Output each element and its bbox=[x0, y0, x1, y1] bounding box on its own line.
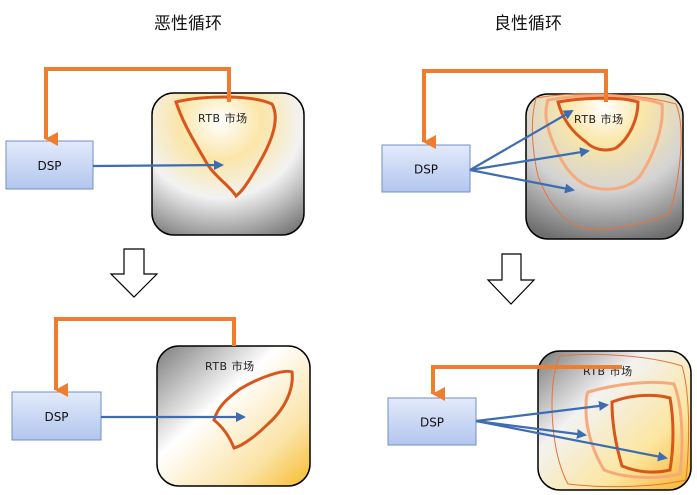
feedback-loop-arrow bbox=[54, 317, 236, 397]
dsp-to-market-arrow bbox=[92, 160, 224, 171]
dsp-to-market-arrow-2 bbox=[469, 147, 590, 172]
dsp-to-market-arrow-1 bbox=[469, 109, 574, 171]
title-vicious-cycle: 恶性循环 bbox=[154, 14, 222, 34]
dsp-box[interactable] bbox=[387, 397, 477, 446]
feedback-loop-arrow bbox=[431, 365, 622, 401]
panel-vicious-bottom: RTB 市场 DSP bbox=[11, 317, 311, 487]
market-boundary-outer bbox=[551, 353, 690, 488]
feedback-loop-arrow bbox=[44, 67, 231, 146]
market-boundary-middle bbox=[584, 380, 684, 479]
dsp-to-market-arrow-1 bbox=[475, 401, 609, 423]
market-boundary-middle bbox=[544, 94, 664, 191]
dsp-label: DSP bbox=[414, 163, 438, 177]
dsp-box[interactable] bbox=[381, 144, 471, 193]
dsp-to-market-arrow-3 bbox=[475, 419, 668, 462]
dsp-to-market-arrow-2 bbox=[475, 419, 587, 439]
panel-virtuous-bottom: RTB 市场 DSP bbox=[387, 350, 692, 491]
market-boundary-outer bbox=[531, 93, 682, 230]
down-transition-arrow-right bbox=[486, 253, 536, 305]
title-virtuous-cycle: 良性循环 bbox=[494, 14, 562, 34]
market-boundary-inner bbox=[610, 393, 675, 474]
dsp-label: DSP bbox=[44, 410, 68, 424]
feedback-loop-arrow bbox=[422, 69, 608, 149]
down-transition-arrow-left bbox=[109, 248, 159, 298]
rtb-market-label: RTB 市场 bbox=[198, 111, 248, 125]
dsp-label: DSP bbox=[37, 159, 61, 173]
rtb-market-label: RTB 市场 bbox=[205, 359, 255, 373]
panel-virtuous-top: RTB 市场 DSP bbox=[381, 69, 684, 240]
market-boundary-outline bbox=[174, 95, 277, 199]
dsp-to-market-arrow-3 bbox=[469, 168, 575, 194]
panel-vicious-top: RTB 市场 DSP bbox=[5, 67, 305, 236]
dsp-label: DSP bbox=[420, 416, 444, 430]
market-boundary-inner bbox=[556, 96, 640, 152]
rtb-market-label: RTB 市场 bbox=[574, 112, 624, 126]
